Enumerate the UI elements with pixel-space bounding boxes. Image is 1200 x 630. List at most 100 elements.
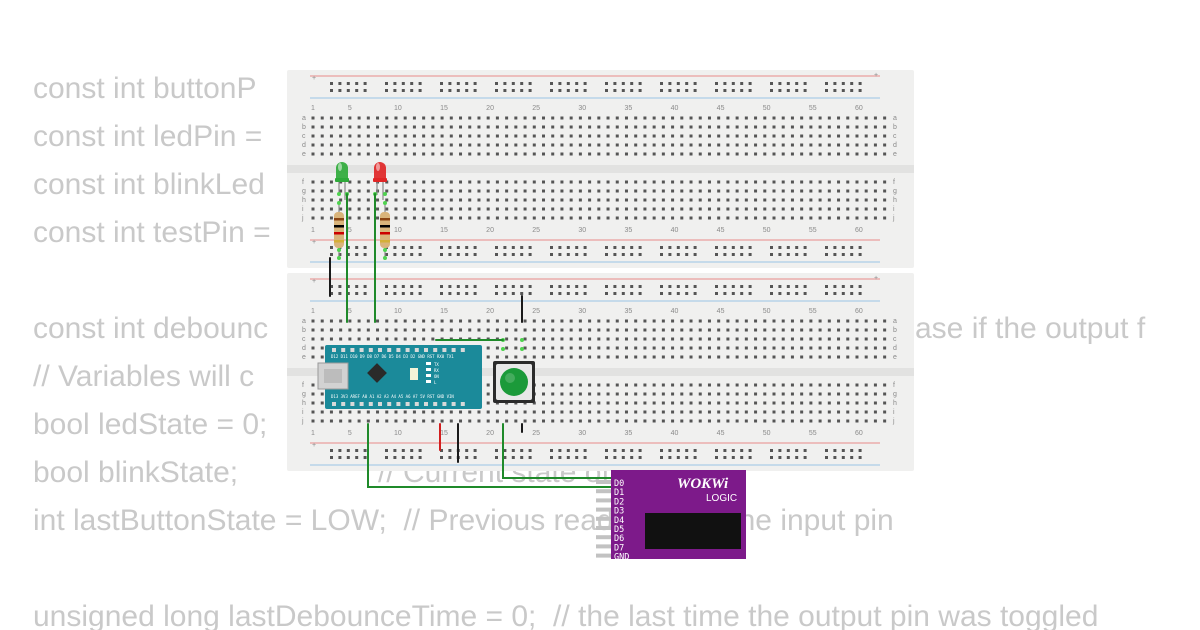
svg-text:60: 60	[855, 308, 863, 315]
svg-text:D6: D6	[614, 534, 624, 544]
code-line: bool ledState = 0;	[33, 408, 268, 441]
code-comment-fragment: ase if the output f	[915, 312, 1146, 345]
svg-text:1: 1	[311, 308, 315, 315]
svg-text:50: 50	[763, 430, 771, 437]
svg-text:+: +	[312, 239, 316, 246]
wires[interactable]	[329, 192, 614, 488]
code-line: // Variables will c	[33, 360, 255, 393]
code-line: unsigned long lastDebounceTime = 0; // t…	[33, 600, 1099, 630]
svg-text:ON: ON	[434, 374, 439, 379]
svg-text:45: 45	[717, 308, 725, 315]
code-line: const int ledPin =	[33, 120, 263, 153]
svg-text:D2: D2	[614, 497, 624, 507]
svg-text:60: 60	[855, 227, 863, 234]
svg-text:60: 60	[855, 430, 863, 437]
svg-text:e: e	[893, 354, 897, 361]
svg-text:35: 35	[624, 430, 632, 437]
resistor-2[interactable]	[380, 205, 390, 258]
svg-text:d: d	[302, 345, 306, 352]
svg-text:50: 50	[763, 105, 771, 112]
svg-text:h: h	[893, 400, 897, 407]
svg-text:15: 15	[440, 430, 448, 437]
svg-text:D12 D11 D10 D9 D8 D7 D6 D5 D4: D12 D11 D10 D9 D8 D7 D6 D5 D4 D3 D2 GND …	[331, 354, 454, 359]
svg-text:c: c	[893, 133, 897, 140]
svg-text:b: b	[893, 124, 897, 131]
arduino-nano[interactable]: D12 D11 D10 D9 D8 D7 D6 D5 D4 D3 D2 GND …	[317, 345, 482, 409]
svg-text:1: 1	[311, 430, 315, 437]
svg-text:b: b	[893, 327, 897, 334]
red-led[interactable]	[373, 162, 387, 200]
svg-text:+: +	[874, 275, 878, 282]
svg-text:d: d	[302, 142, 306, 149]
svg-text:35: 35	[624, 227, 632, 234]
svg-text:D4: D4	[614, 516, 624, 526]
svg-text:+: +	[312, 278, 316, 285]
svg-text:20: 20	[486, 227, 494, 234]
svg-text:5: 5	[348, 308, 352, 315]
svg-text:a: a	[302, 115, 306, 122]
svg-text:40: 40	[671, 227, 679, 234]
svg-text:5: 5	[348, 227, 352, 234]
svg-text:25: 25	[532, 308, 540, 315]
svg-text:g: g	[302, 391, 306, 398]
svg-text:RX: RX	[434, 368, 439, 373]
svg-text:c: c	[302, 133, 306, 140]
svg-text:i: i	[893, 409, 895, 416]
svg-text:d: d	[893, 142, 897, 149]
svg-text:b: b	[302, 124, 306, 131]
svg-text:g: g	[893, 391, 897, 398]
svg-text:j: j	[301, 418, 304, 425]
svg-text:WOKWi: WOKWi	[677, 476, 729, 492]
svg-text:j: j	[892, 215, 895, 222]
svg-text:20: 20	[486, 308, 494, 315]
code-line: const int testPin =	[33, 216, 271, 249]
svg-text:30: 30	[578, 227, 586, 234]
svg-text:1: 1	[311, 227, 315, 234]
green-led[interactable]	[335, 162, 349, 200]
svg-text:GND: GND	[614, 553, 629, 563]
svg-text:f: f	[893, 382, 895, 389]
svg-text:10: 10	[394, 105, 402, 112]
svg-text:i: i	[893, 206, 895, 213]
svg-text:h: h	[302, 197, 306, 204]
svg-text:50: 50	[763, 308, 771, 315]
svg-text:a: a	[893, 318, 897, 325]
push-button[interactable]	[493, 361, 535, 403]
svg-text:50: 50	[763, 227, 771, 234]
svg-text:a: a	[893, 115, 897, 122]
svg-text:55: 55	[809, 308, 817, 315]
svg-text:e: e	[302, 151, 306, 158]
svg-text:+: +	[874, 72, 878, 79]
svg-text:f: f	[302, 382, 304, 389]
svg-text:55: 55	[809, 430, 817, 437]
svg-text:e: e	[302, 354, 306, 361]
svg-text:25: 25	[532, 105, 540, 112]
svg-text:30: 30	[578, 430, 586, 437]
svg-text:35: 35	[624, 308, 632, 315]
svg-text:e: e	[893, 151, 897, 158]
svg-text:5: 5	[348, 105, 352, 112]
code-line: const int blinkLed	[33, 168, 265, 201]
svg-text:40: 40	[671, 430, 679, 437]
code-line: const int buttonP	[33, 72, 257, 105]
svg-text:15: 15	[440, 105, 448, 112]
svg-text:55: 55	[809, 105, 817, 112]
svg-text:10: 10	[394, 308, 402, 315]
svg-text:D1: D1	[614, 488, 624, 498]
svg-text:1: 1	[311, 105, 315, 112]
svg-text:35: 35	[624, 105, 632, 112]
svg-text:+: +	[312, 442, 316, 449]
code-line: const int debounc	[33, 312, 269, 345]
svg-text:10: 10	[394, 227, 402, 234]
svg-text:45: 45	[717, 227, 725, 234]
svg-text:5: 5	[348, 430, 352, 437]
svg-text:D3: D3	[614, 507, 624, 517]
svg-text:b: b	[302, 327, 306, 334]
svg-text:20: 20	[486, 105, 494, 112]
svg-text:f: f	[893, 179, 895, 186]
svg-text:j: j	[892, 418, 895, 425]
